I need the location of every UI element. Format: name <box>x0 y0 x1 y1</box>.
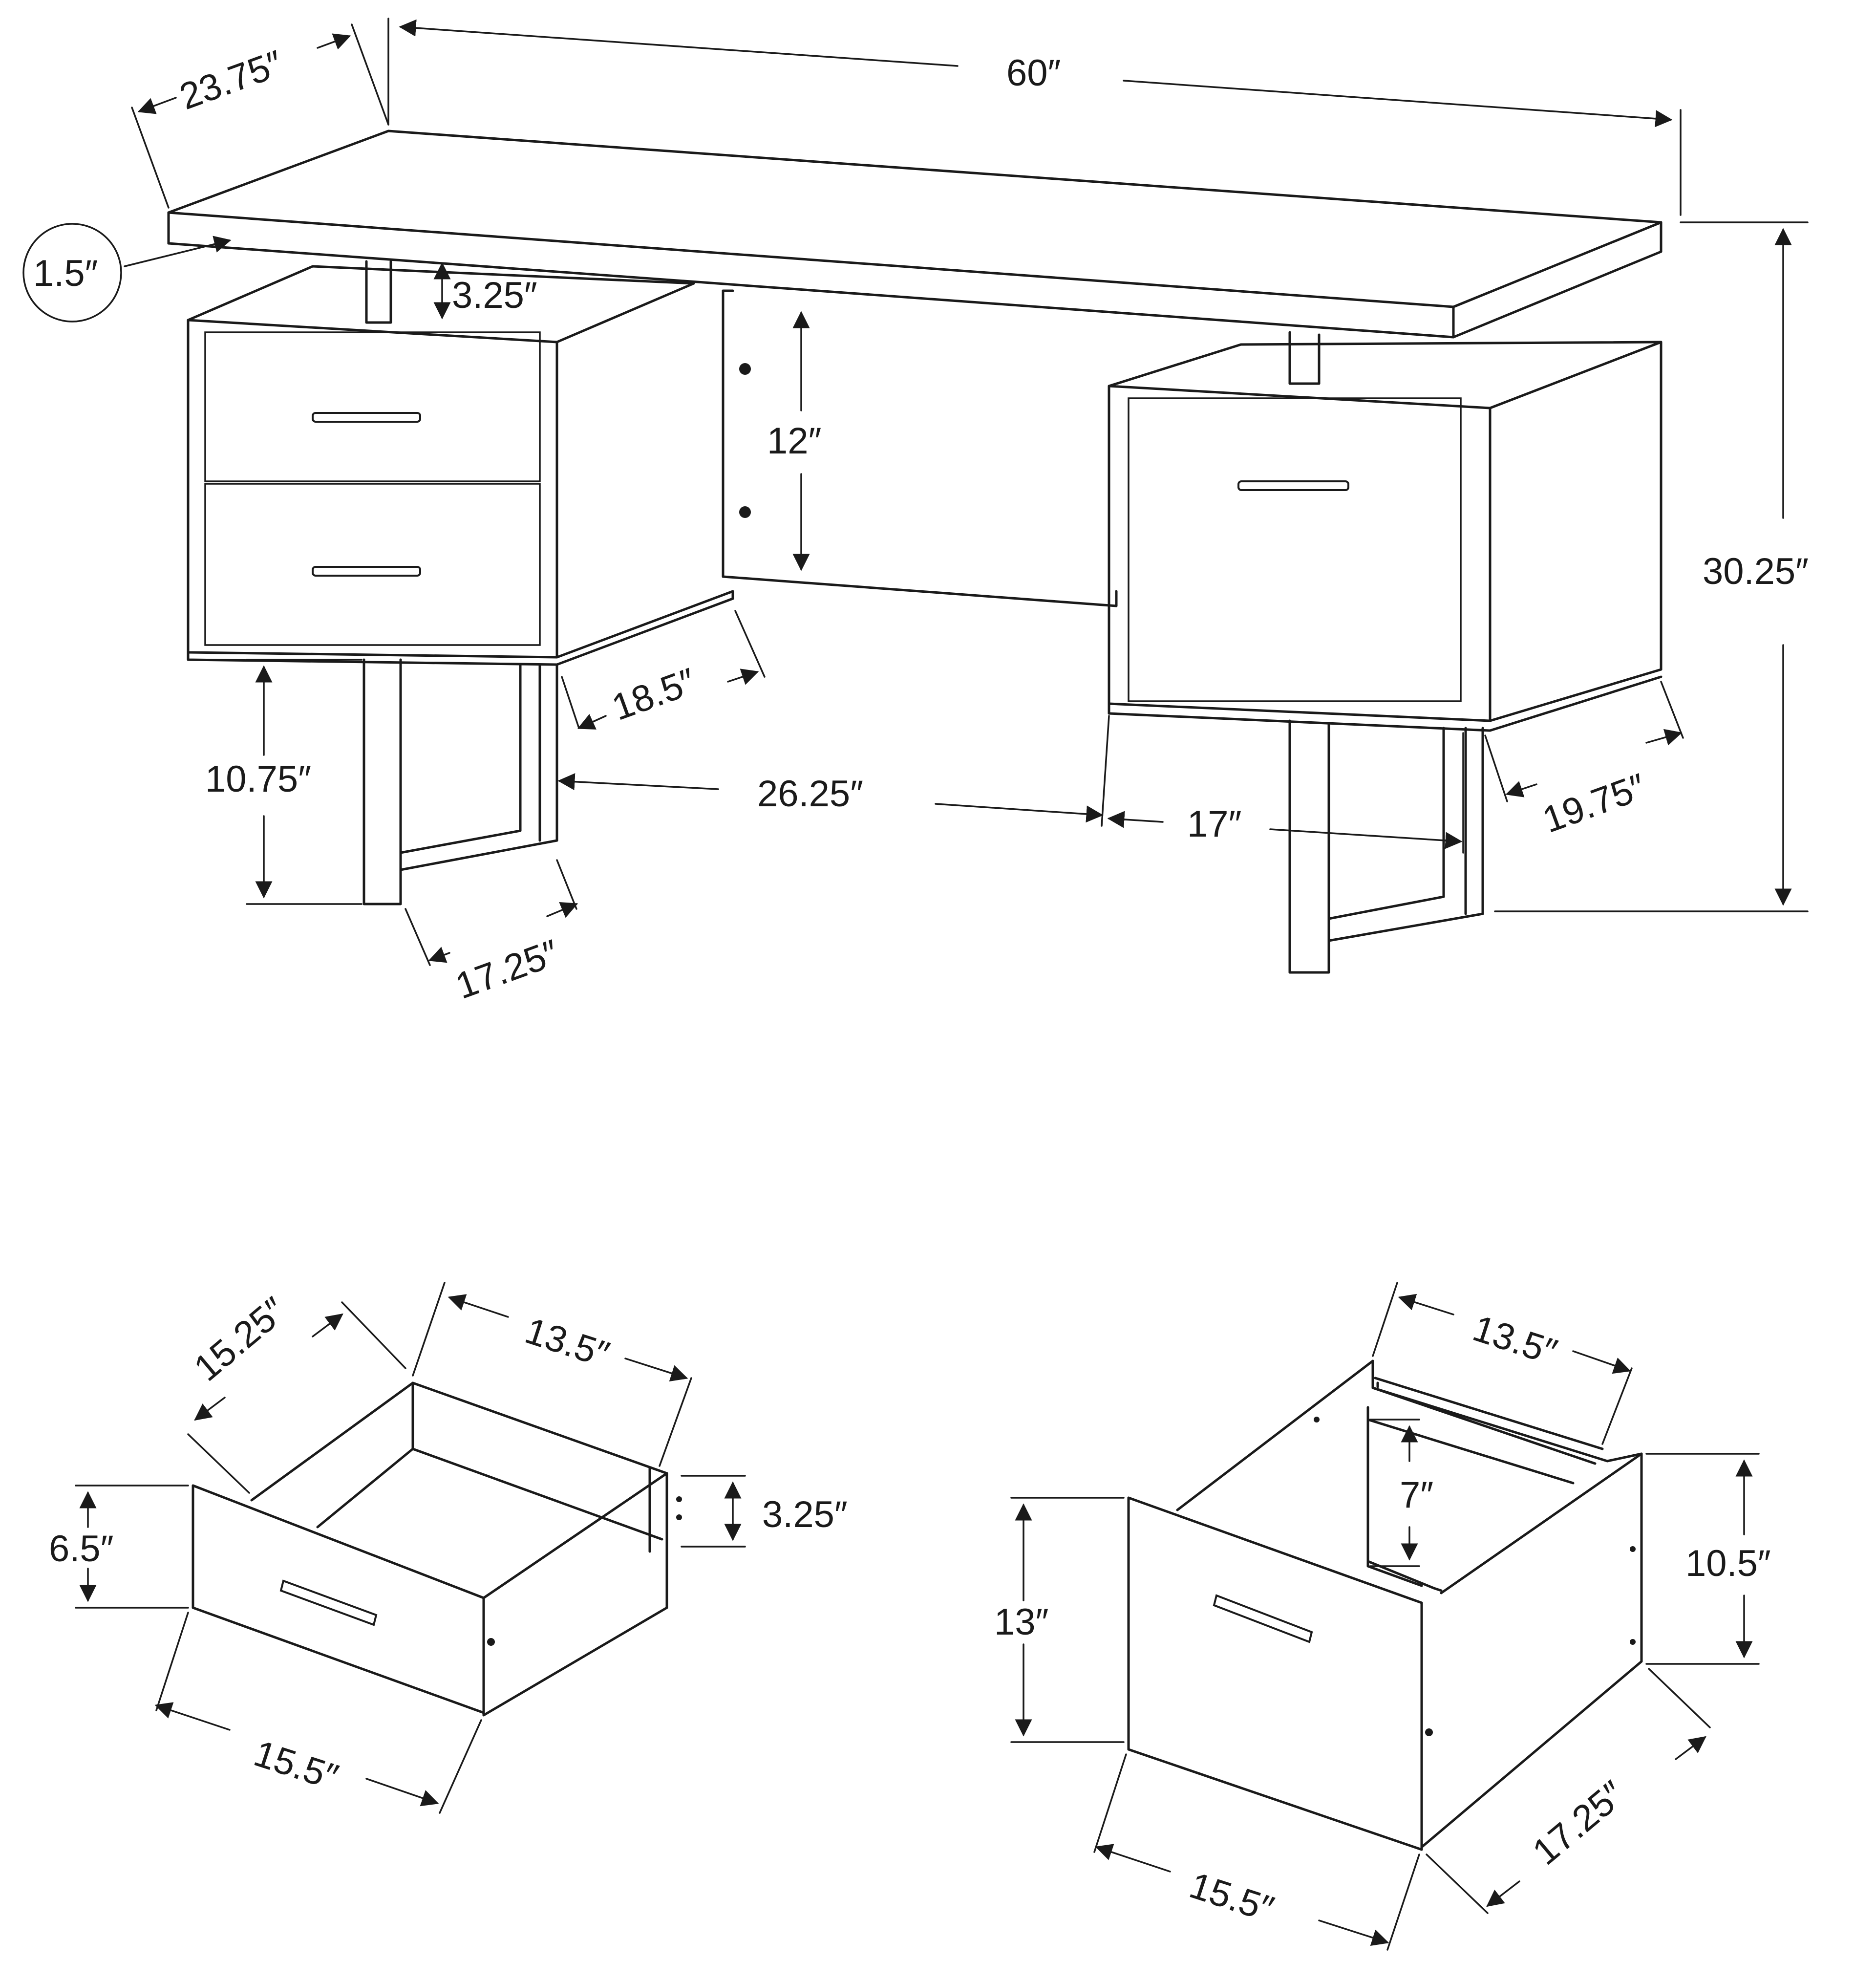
dim-small-drawer-front-width-label: 15.5″ <box>249 1732 343 1798</box>
dim-depth-label: 23.75″ <box>174 43 288 118</box>
drawer-handle <box>312 412 421 423</box>
drawer-handle <box>1237 480 1349 491</box>
dim-right-cabinet-width-label: 17″ <box>1187 803 1241 845</box>
dim-left-leg-depth-label: 17.25″ <box>450 932 564 1007</box>
left-leg-frame <box>362 658 558 905</box>
file-drawer-front <box>1127 1496 1423 1851</box>
file-drawer-drawing: 13.5″ 7″ 13″ 10.5″ 15.5″ 17.25″ <box>994 1282 1771 1951</box>
left-cabinet <box>187 265 734 666</box>
right-spacer <box>1288 331 1321 385</box>
dim-knee-space-label: 26.25″ <box>757 773 863 815</box>
desk-dimensions <box>22 18 1809 966</box>
dim-small-drawer-inner-height-label: 3.25″ <box>762 1494 848 1535</box>
dim-file-drawer-front-height-label: 13″ <box>994 1601 1048 1643</box>
modesty-panel <box>722 289 1118 607</box>
dim-top-thickness-label: 1.5″ <box>33 253 98 294</box>
desk-drawing: 60″ 23.75″ 1.5″ 3.25″ 12″ 30.25″ 18.5″ 1… <box>22 18 1809 1007</box>
dim-overall-height-label: 30.25″ <box>1703 551 1809 592</box>
dim-width-label: 60″ <box>1006 52 1061 94</box>
small-drawer-drawing: 15.25″ 13.5″ 6.5″ 3.25″ 15.5″ <box>49 1282 848 1814</box>
dim-right-cabinet-depth-label: 19.75″ <box>1537 766 1651 841</box>
dim-file-drawer-side-height-label: 10.5″ <box>1685 1543 1771 1584</box>
right-cabinet <box>1108 341 1663 732</box>
left-spacer <box>365 260 392 324</box>
dim-file-drawer-inner-height-label: 7″ <box>1400 1474 1433 1516</box>
small-drawer-front <box>192 1484 485 1714</box>
drawer-handle <box>279 1579 378 1626</box>
dim-file-drawer-front-width-label: 15.5″ <box>1185 1864 1279 1930</box>
dim-left-cabinet-depth-label: 18.5″ <box>607 660 701 729</box>
file-drawer-dimensions <box>1010 1282 1760 1951</box>
dim-modesty-height-label: 12″ <box>767 420 821 462</box>
small-drawer-box <box>250 1381 668 1717</box>
dim-small-drawer-front-height-label: 6.5″ <box>49 1528 114 1570</box>
drawer-handle <box>312 566 421 577</box>
dim-file-drawer-depth-label: 17.25″ <box>1525 1773 1633 1873</box>
file-drawer-box <box>1176 1359 1643 1849</box>
dim-top-gap-label: 3.25″ <box>452 275 537 316</box>
drawer-handle <box>1213 1594 1313 1643</box>
small-drawer-dimensions <box>75 1282 746 1814</box>
dim-small-drawer-depth-label: 15.25″ <box>186 1289 294 1389</box>
dim-small-drawer-inner-width-label: 13.5″ <box>520 1310 615 1376</box>
right-leg-frame <box>1288 719 1484 974</box>
dim-file-drawer-inner-width-label: 13.5″ <box>1468 1307 1562 1373</box>
dim-leg-clearance-label: 10.75″ <box>205 758 311 800</box>
